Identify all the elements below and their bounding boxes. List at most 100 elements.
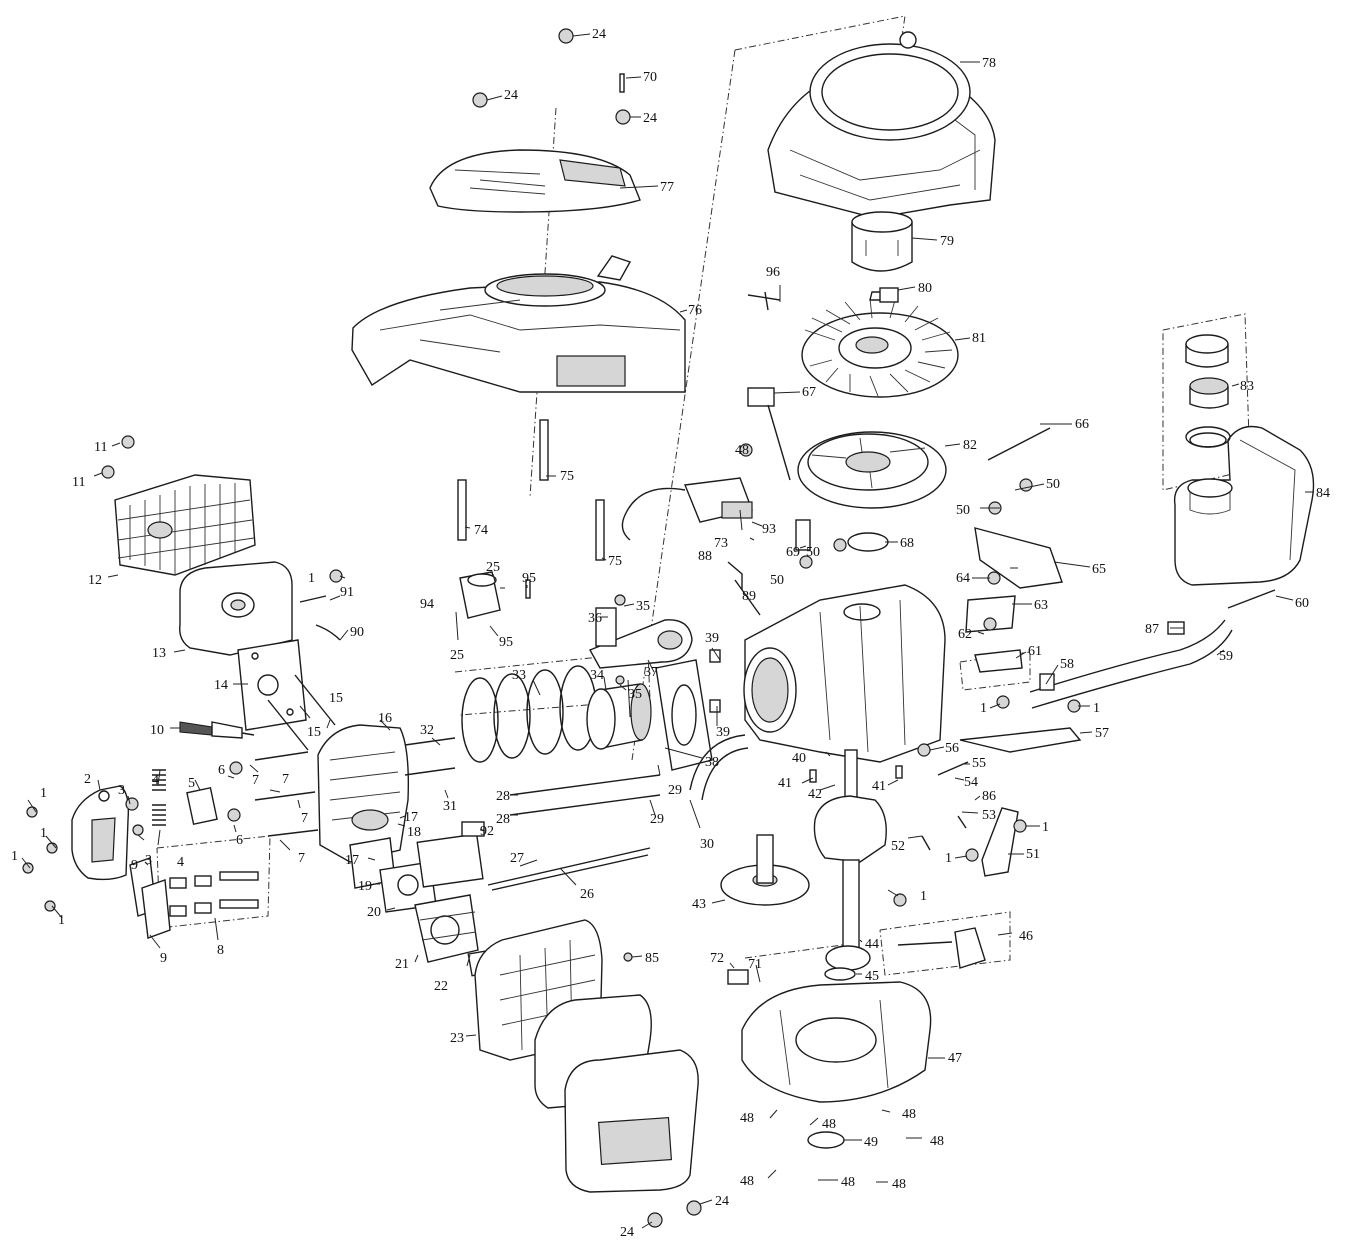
valve-cover bbox=[71, 785, 130, 881]
callout-25: 25 bbox=[486, 560, 500, 575]
callout-16: 16 bbox=[378, 711, 392, 726]
throttle-plate bbox=[959, 727, 1082, 753]
callout-29: 29 bbox=[668, 783, 682, 798]
head-bolts bbox=[227, 751, 319, 837]
callout-15: 15 bbox=[307, 725, 321, 740]
recoil-starter-housing bbox=[767, 31, 996, 219]
callout-48: 48 bbox=[930, 1134, 944, 1149]
callout-40: 40 bbox=[792, 751, 806, 766]
callout-75: 75 bbox=[560, 469, 574, 484]
callout-50: 50 bbox=[1046, 477, 1060, 492]
callout-19: 19 bbox=[358, 879, 372, 894]
callout-28: 28 bbox=[496, 812, 510, 827]
callout-22: 22 bbox=[434, 979, 448, 994]
callout-95: 95 bbox=[499, 635, 513, 650]
fuel-cap-assembly bbox=[1185, 334, 1231, 448]
callout-1: 1 bbox=[1042, 820, 1049, 835]
callout-54: 54 bbox=[964, 775, 978, 790]
callout-70: 70 bbox=[643, 70, 657, 85]
callout-94: 94 bbox=[420, 597, 434, 612]
callout-69: 69 bbox=[786, 545, 800, 560]
callout-92: 92 bbox=[480, 824, 494, 839]
callout-28: 28 bbox=[496, 789, 510, 804]
blower-housing-shroud bbox=[351, 255, 686, 393]
callout-47: 47 bbox=[948, 1051, 962, 1066]
callout-35: 35 bbox=[636, 599, 650, 614]
callout-12: 12 bbox=[88, 573, 102, 588]
callout-53: 53 bbox=[982, 808, 996, 823]
callout-48: 48 bbox=[822, 1117, 836, 1132]
callout-31: 31 bbox=[443, 799, 457, 814]
fuel-tank bbox=[1173, 425, 1315, 586]
callout-73: 73 bbox=[714, 536, 728, 551]
callout-1: 1 bbox=[920, 889, 927, 904]
callout-68: 68 bbox=[900, 536, 914, 551]
callout-8: 8 bbox=[217, 943, 224, 958]
callout-1: 1 bbox=[980, 701, 987, 716]
callout-86: 86 bbox=[982, 789, 996, 804]
ignition-coil bbox=[621, 477, 753, 541]
callout-11: 11 bbox=[94, 440, 107, 455]
callout-7: 7 bbox=[282, 772, 289, 787]
callout-72: 72 bbox=[710, 951, 724, 966]
callout-26: 26 bbox=[580, 887, 594, 902]
callout-34: 34 bbox=[590, 668, 604, 683]
breather-tube bbox=[689, 734, 749, 801]
callout-33: 33 bbox=[512, 668, 526, 683]
dipstick bbox=[747, 387, 791, 481]
callout-62: 62 bbox=[958, 627, 972, 642]
callout-6: 6 bbox=[236, 833, 243, 848]
callout-61: 61 bbox=[1028, 644, 1042, 659]
camshaft-gear bbox=[720, 834, 810, 906]
callout-67: 67 bbox=[802, 385, 816, 400]
callout-7: 7 bbox=[252, 773, 259, 788]
callout-23: 23 bbox=[450, 1031, 464, 1046]
callout-1: 1 bbox=[40, 786, 47, 801]
piston bbox=[586, 683, 652, 750]
callout-77: 77 bbox=[660, 180, 674, 195]
callout-36: 36 bbox=[588, 611, 602, 626]
callout-24: 24 bbox=[504, 88, 518, 103]
small-fasteners bbox=[22, 28, 1276, 1228]
callout-6: 6 bbox=[218, 763, 225, 778]
callout-2: 2 bbox=[84, 772, 91, 787]
callout-21: 21 bbox=[395, 957, 409, 972]
callout-51: 51 bbox=[1026, 847, 1040, 862]
piston-rings bbox=[461, 665, 597, 763]
callout-39: 39 bbox=[705, 631, 719, 646]
muffler-guard bbox=[114, 474, 256, 576]
callout-83: 83 bbox=[1240, 379, 1254, 394]
connecting-rod bbox=[589, 607, 693, 669]
callout-17: 17 bbox=[404, 810, 418, 825]
callout-78: 78 bbox=[982, 56, 996, 71]
callout-81: 81 bbox=[972, 331, 986, 346]
governor-assembly bbox=[897, 927, 986, 969]
flywheel bbox=[801, 291, 959, 398]
callout-79: 79 bbox=[940, 234, 954, 249]
callout-1: 1 bbox=[1093, 701, 1100, 716]
callout-49: 49 bbox=[864, 1135, 878, 1150]
spark-plug bbox=[179, 721, 255, 739]
callout-7: 7 bbox=[301, 811, 308, 826]
callout-1: 1 bbox=[40, 826, 47, 841]
callout-38: 38 bbox=[705, 755, 719, 770]
callout-74: 74 bbox=[474, 523, 488, 538]
callout-41: 41 bbox=[778, 776, 792, 791]
callout-64: 64 bbox=[956, 571, 970, 586]
callout-76: 76 bbox=[688, 303, 702, 318]
push-rods bbox=[404, 737, 661, 816]
air-filter-cover bbox=[564, 1049, 699, 1193]
callout-48: 48 bbox=[892, 1177, 906, 1192]
callout-50: 50 bbox=[806, 545, 820, 560]
callout-41: 41 bbox=[872, 779, 886, 794]
muffler-gasket bbox=[237, 639, 307, 731]
callout-59: 59 bbox=[1219, 649, 1233, 664]
callout-24: 24 bbox=[592, 27, 606, 42]
callout-65: 65 bbox=[1092, 562, 1106, 577]
callout-30: 30 bbox=[700, 837, 714, 852]
callout-57: 57 bbox=[1095, 726, 1109, 741]
valve-cover-gasket bbox=[129, 857, 171, 939]
callout-75: 75 bbox=[608, 554, 622, 569]
callout-87: 87 bbox=[1145, 622, 1159, 637]
callout-37: 37 bbox=[644, 665, 658, 680]
